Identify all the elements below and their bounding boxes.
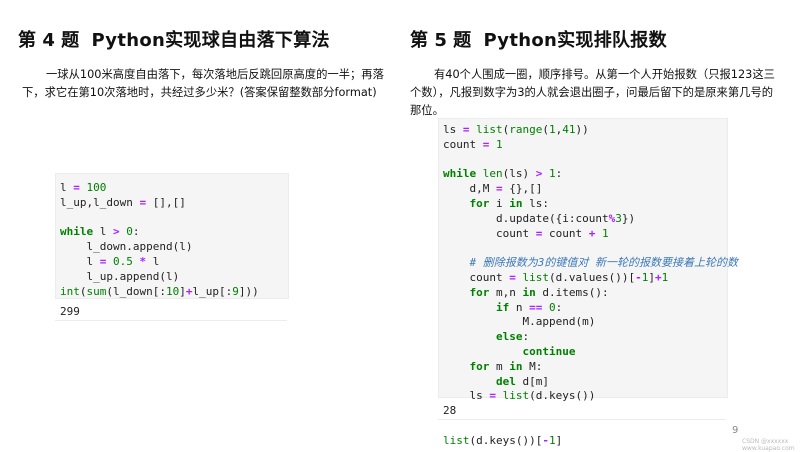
problem-5-description: 有40个人围成一圈，顺序排号。从第一个人开始报数（只报123这三个数），凡报到数… (410, 68, 775, 117)
title-number: 5 (434, 30, 448, 51)
title-number: 4 (42, 30, 56, 51)
output-divider (55, 320, 287, 321)
title-prefix: 第 (410, 30, 429, 51)
code-block: ls = list(range(1,41)) count = 1 while l… (443, 123, 738, 447)
code-block: l = 100 l_up,l_down = [],[] while l > 0:… (60, 181, 259, 298)
title-prefix: 第 (18, 30, 37, 51)
title-text: Python实现排队报数 (483, 30, 667, 51)
code-output-problem-5: 28 (443, 404, 457, 417)
code-cell-problem-4[interactable]: l = 100 l_up,l_down = [],[] while l > 0:… (55, 173, 289, 299)
title-suffix: 题 (453, 30, 472, 51)
watermark: CSDN @xxxxxx www.kuapao.com (742, 438, 795, 452)
code-cell-problem-5[interactable]: ls = list(range(1,41)) count = 1 while l… (438, 118, 738, 447)
title-text: Python实现球自由落下算法 (91, 30, 330, 51)
code-output-problem-4: 299 (60, 305, 80, 318)
output-divider (438, 419, 726, 420)
title-suffix: 题 (61, 30, 80, 51)
problem-4-description: 一球从100米高度自由落下，每次落地后反跳回原高度的一半；再落下，求它在第10次… (22, 68, 384, 99)
page-number: 9 (732, 425, 739, 436)
